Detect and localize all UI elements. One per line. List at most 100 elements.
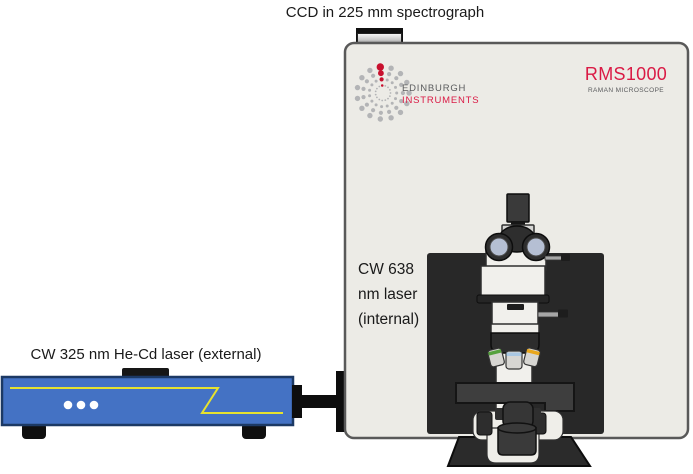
logo-dot-gray [387,72,392,77]
laser-body [0,375,295,427]
brand-wordmark: EDINBURGH INSTRUMENTS [402,83,480,107]
microscope-head [480,265,546,298]
logo-dot-gray [390,101,394,105]
eyepiece-lens-right [526,237,546,257]
logo-dot-gray [361,86,366,91]
objective-center [505,350,523,370]
lamp-cylinder [497,427,537,456]
logo-dot-gray [387,97,389,100]
model-block: RMS1000 RAMAN MICROSCOPE [584,64,668,94]
external-laser-label: CW 325 nm He-Cd laser (external) [30,346,262,363]
microscope [446,193,592,467]
logo-dot-gray [395,91,399,95]
coupling-mount-plate [336,371,347,432]
logo-dot-gray [370,99,374,103]
logo-dot-gray [404,79,410,86]
logo-dot-gray [384,85,387,87]
logo-dot-gray [388,115,394,121]
logo-dot-gray [361,95,366,100]
logo-dot-red [378,70,384,77]
logo-dot-gray [389,89,391,91]
rod-knob-upper [561,254,570,261]
logo-dot-gray [387,109,392,114]
objective-band-green [488,349,502,356]
logo-dot-gray [397,70,404,77]
logo-dot-gray [374,93,377,96]
logo-dot-gray [389,92,392,94]
logo-dot-red [379,77,384,82]
logo-dot-gray [370,83,374,87]
logo-dot-gray [367,112,373,119]
brand-name-line1: EDINBURGH [402,83,467,94]
logo-dot-gray [381,99,384,102]
laser-indicator-dot [89,400,99,410]
logo-dot-gray [364,102,369,107]
logo-dot-gray [406,90,412,96]
logo-dot-gray [359,75,365,81]
logo-dot-gray [388,65,394,71]
beam-zigzag-icon [10,387,283,414]
logo-dot-red [380,84,384,87]
logo-dot-gray [376,96,378,99]
logo-dot-gray [374,90,377,93]
logo-dot-gray [397,109,404,116]
logo-dot-gray [399,82,404,87]
objective-band-yellow [526,348,540,356]
logo-dot-gray [399,99,404,104]
laser-foot-right [242,423,266,439]
logo-dot-gray [404,100,410,107]
logo-dot-gray [378,85,381,88]
logo-dot-gray [387,86,389,89]
logo-dot-gray [378,98,381,101]
microscope-camera [506,193,530,223]
logo-dot-gray [376,87,378,90]
laser-indicator-dot [76,400,86,410]
rod-knob-lower [558,309,568,318]
logo-dot-gray [390,81,394,85]
logo-dot-gray [371,73,376,78]
logo-dot-gray [394,76,399,81]
model-subtitle: RAMAN MICROSCOPE [587,87,665,94]
lamp-cylinder-top [497,422,537,434]
brand-name-line2: INSTRUMENTS [402,95,480,107]
laser-output-flange [292,385,302,418]
eyepiece-lens-left [489,237,509,257]
external-laser-unit [0,368,347,439]
logo-dot-red [376,63,384,71]
logo-dot-gray [354,95,361,102]
logo-dot-gray [364,79,369,84]
logo-dot-gray [385,104,389,108]
logo-dot-gray [371,108,376,113]
logo-dot-gray [378,110,383,115]
logo-dot-gray [380,105,384,109]
model-name: RMS1000 [584,64,668,84]
focus-knob-left [476,411,493,436]
logo-dot-gray [394,97,397,101]
objective-right [523,347,541,368]
logo-dot-gray [368,94,372,98]
logo-dot-gray [384,99,387,101]
logo-dot-gray [359,105,365,112]
internal-laser-label: CW 638 nm laser (internal) [358,261,420,328]
logo-dot-gray [394,85,397,89]
objective-band-blue [506,352,522,356]
logo-dot-gray [377,116,383,122]
coupling-tube [300,395,340,408]
nosepiece-body [491,301,539,327]
laser-indicator-dot [63,400,73,410]
logo-dot-gray [374,79,378,83]
logo-dot-gray [367,67,373,74]
filter-slot [507,304,524,310]
logo-dot-gray [389,95,391,97]
logo-dot-gray [374,103,378,107]
camera-adapter [511,221,525,226]
ccd-spectrograph-label: CCD in 225 mm spectrograph [285,4,485,21]
logo-dot-gray [385,78,389,82]
objective-left [487,347,505,368]
logo-dot-gray [394,105,399,110]
edinburgh-instruments-logo-icon [354,63,412,122]
adjustment-rod-lower [537,311,562,318]
logo-dot-gray [400,90,405,96]
